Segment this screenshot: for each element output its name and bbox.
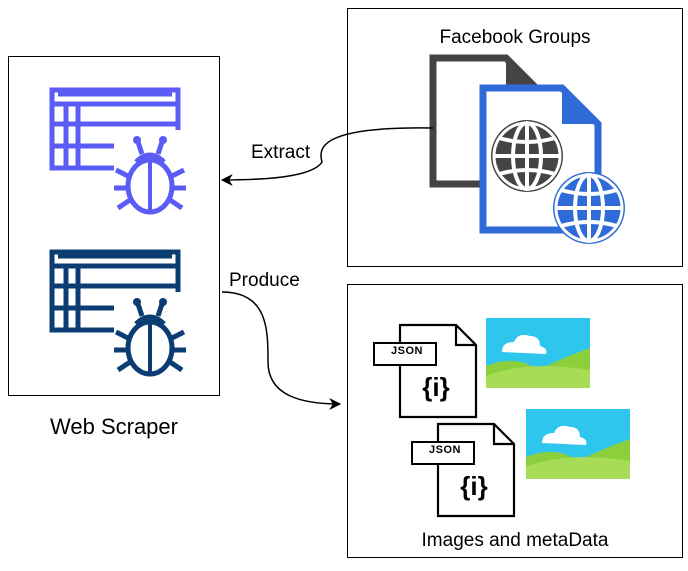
produce-edge-label: Produce xyxy=(229,270,300,291)
json-tag: JSON xyxy=(391,345,423,357)
json-file-icon xyxy=(372,323,478,419)
json-glyph: {i} xyxy=(460,471,488,501)
images-metadata-label: Images and metaData xyxy=(421,530,609,551)
landscape-image-icon xyxy=(486,318,590,388)
web-scraper-label: Web Scraper xyxy=(50,414,178,439)
json-tag: JSON xyxy=(429,444,461,456)
table-bug-icon xyxy=(52,90,186,212)
table-bug-icon xyxy=(52,252,186,374)
landscape-image-icon xyxy=(526,409,630,479)
extract-connector xyxy=(220,127,434,186)
web-documents-icon xyxy=(429,54,627,246)
produce-connector xyxy=(221,291,342,410)
facebook-groups-label: Facebook Groups xyxy=(439,27,591,48)
extract-edge-label: Extract xyxy=(251,142,311,163)
json-glyph: {i} xyxy=(422,372,450,402)
json-file-icon xyxy=(410,422,516,518)
